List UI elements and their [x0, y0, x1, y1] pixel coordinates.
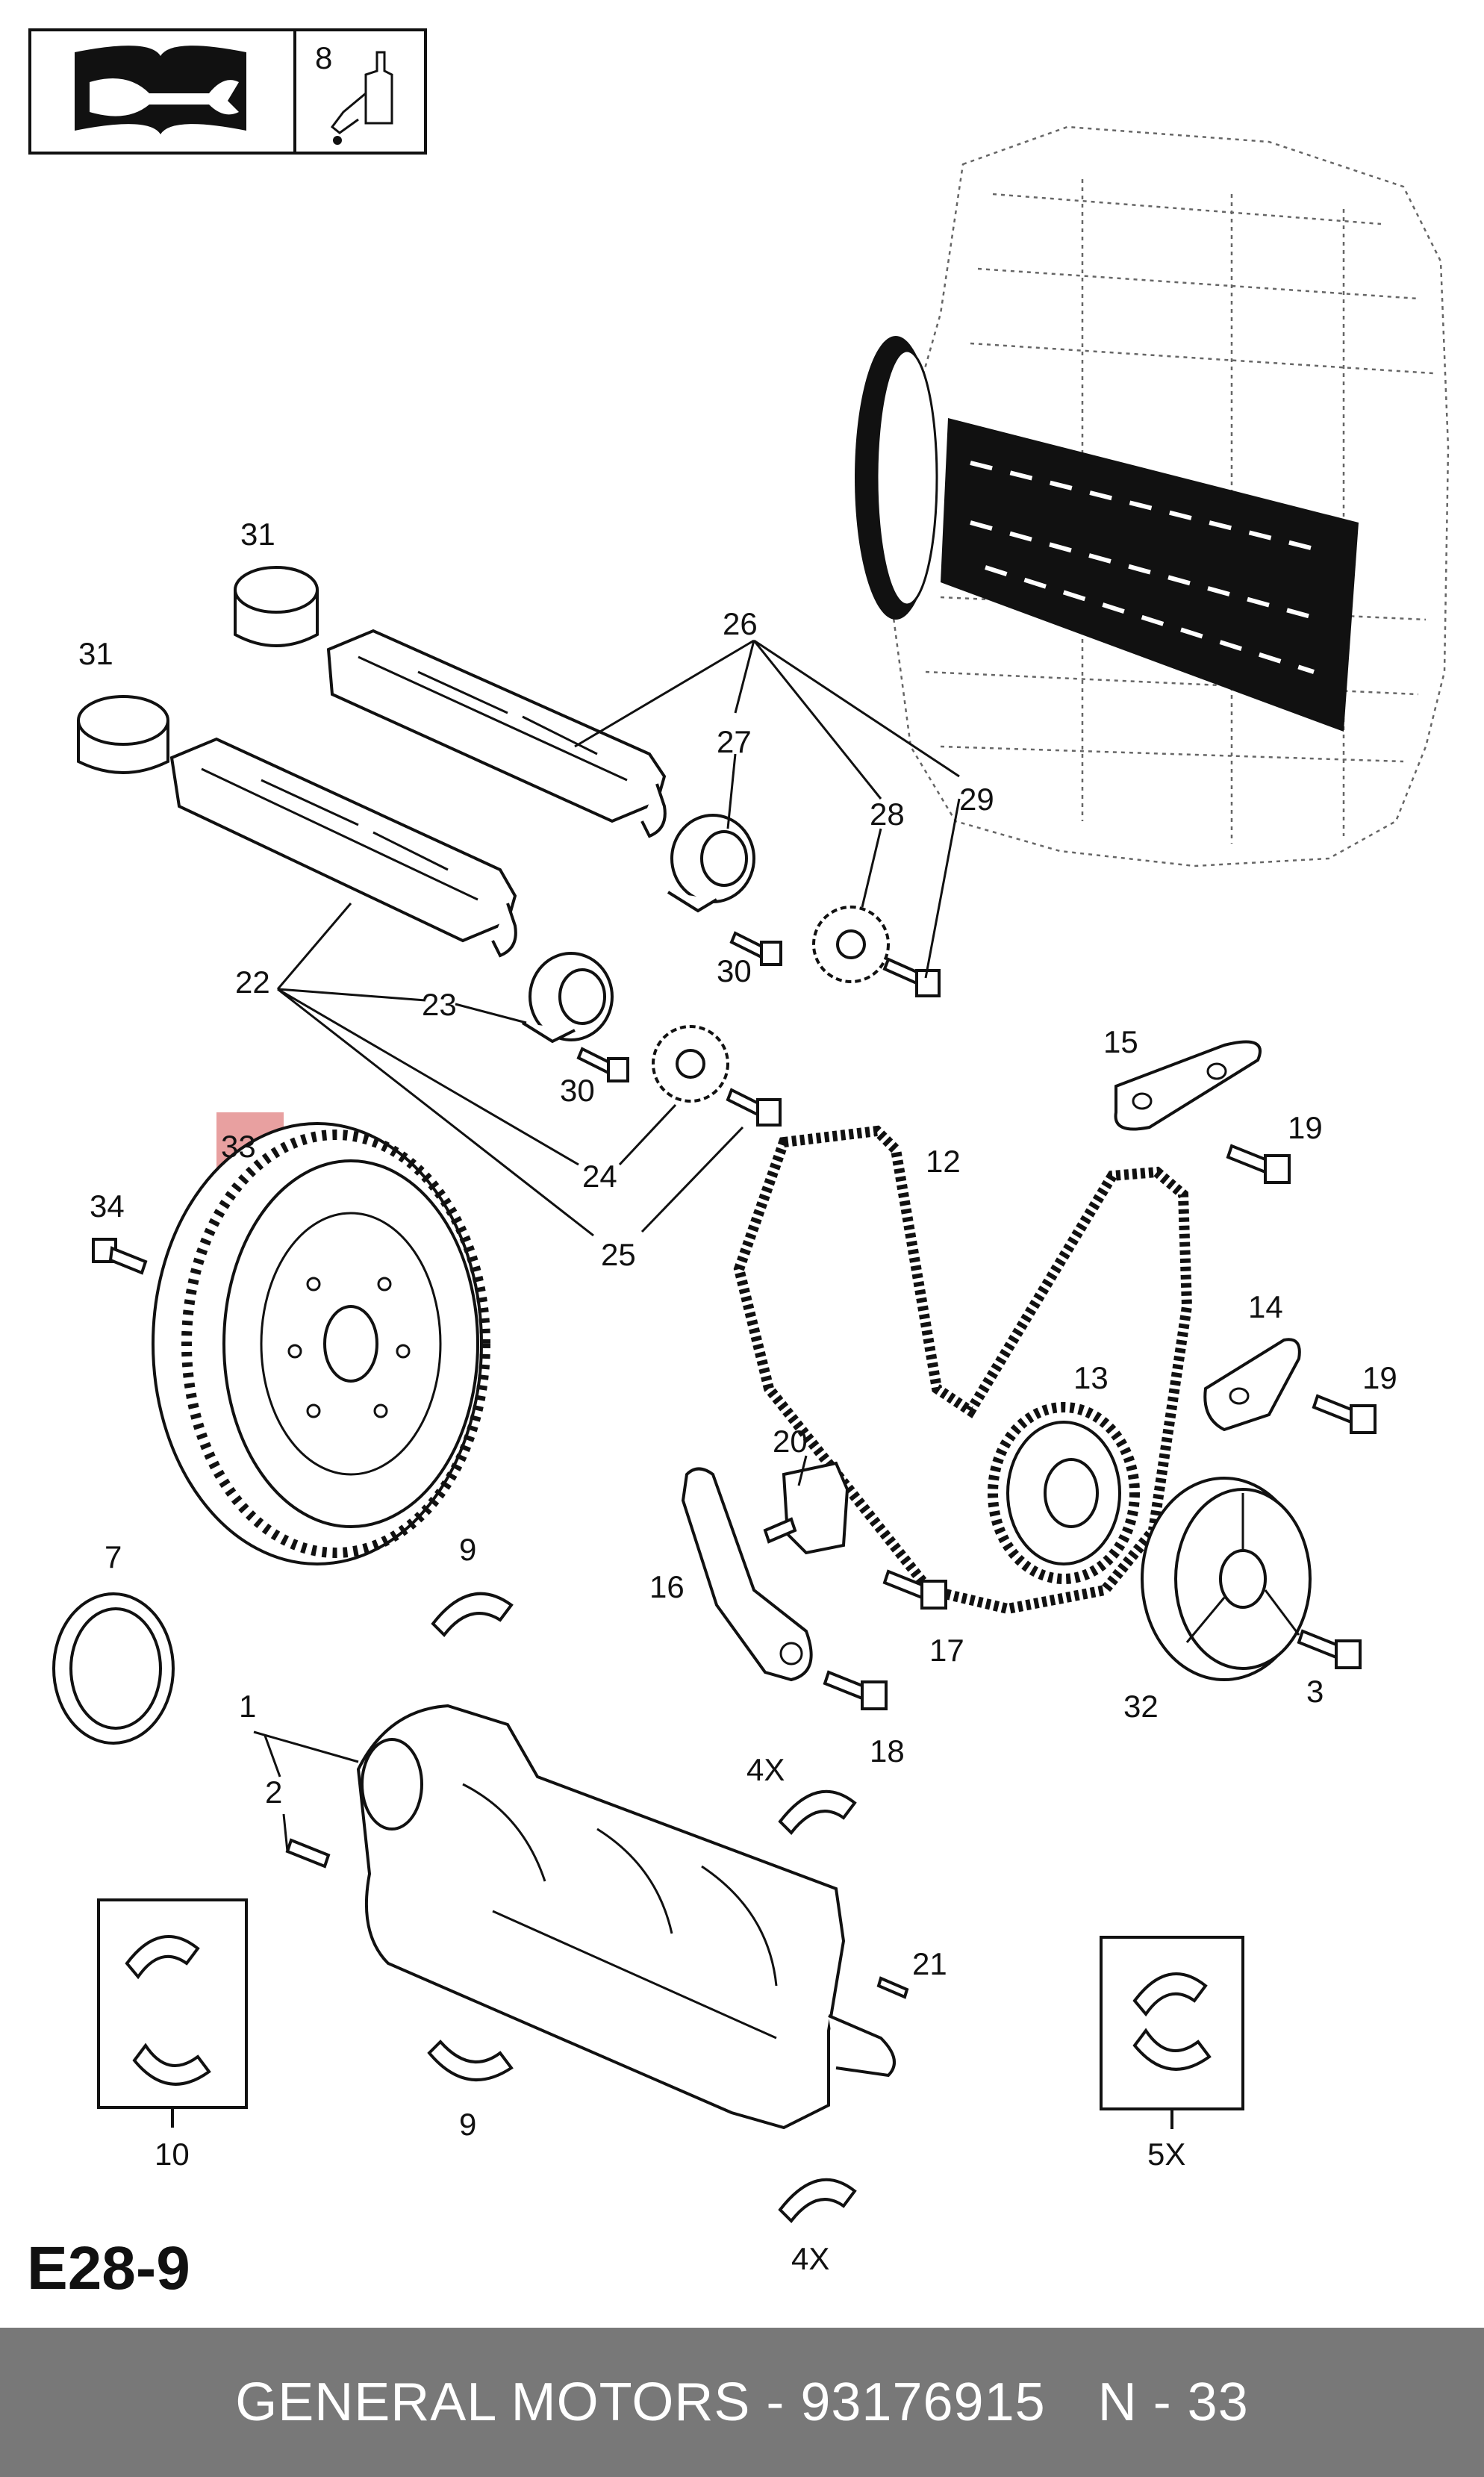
- callout-9: 9: [459, 2107, 476, 2142]
- bearing-set-box-5x: [1100, 1936, 1244, 2129]
- engine-block-outline: [855, 125, 1450, 867]
- callout-30: 30: [717, 953, 752, 988]
- bolt-3: [1297, 1629, 1362, 1669]
- callout-4x: 4X: [746, 1752, 785, 1787]
- crank-sprocket: [988, 1402, 1140, 1584]
- callout-2: 2: [265, 1775, 282, 1810]
- callout-17: 17: [929, 1633, 964, 1668]
- oil-bottle-icon: [330, 51, 393, 145]
- bolt-18: [823, 1670, 888, 1710]
- crankshaft-seal: [52, 1592, 175, 1745]
- chain-tensioner-20: [763, 1461, 849, 1555]
- timing-chain: [733, 1125, 1193, 1615]
- bolt-30-upper: [729, 931, 782, 966]
- manual-wrench-icon: [75, 46, 246, 134]
- callout-12: 12: [926, 1144, 961, 1179]
- chain-guide-15: [1114, 1040, 1262, 1131]
- callout-10: 10: [155, 2137, 190, 2172]
- bearing-sleeve-lower: [77, 695, 169, 774]
- bolt-17: [882, 1569, 947, 1610]
- callout-22: 22: [235, 965, 270, 1000]
- callout-9: 9: [459, 1532, 476, 1567]
- crankshaft-pulley: [1141, 1477, 1312, 1681]
- bearing-shell-9-lower: [427, 2040, 514, 2081]
- bearing-shell-4x-upper: [778, 1789, 857, 1836]
- header-box: 8: [28, 28, 427, 155]
- bearing-shell-4x-lower: [778, 2178, 857, 2224]
- balance-shaft-lower: [169, 737, 517, 958]
- callout-27: 27: [717, 724, 752, 759]
- sprocket-upper: [812, 906, 890, 983]
- callout-29: 29: [959, 782, 994, 817]
- callout-34: 34: [90, 1188, 125, 1224]
- sprocket-lower: [652, 1025, 729, 1103]
- crankshaft: [356, 1704, 896, 2130]
- bolt-29: [882, 957, 941, 997]
- callout-24: 24: [582, 1159, 617, 1194]
- leader-lines: [253, 639, 961, 1852]
- callout-15: 15: [1103, 1024, 1138, 1059]
- flywheel: [152, 1122, 490, 1565]
- callout-23: 23: [422, 987, 457, 1022]
- footer-bar: GENERAL MOTORS - 93176915 N - 33: [0, 2328, 1484, 2477]
- header-label: 8: [315, 40, 332, 75]
- bolt-19-upper: [1226, 1144, 1291, 1184]
- callout-1: 1: [239, 1689, 256, 1724]
- bolt-19-lower: [1312, 1394, 1377, 1434]
- balance-shaft-upper: [326, 629, 667, 838]
- callout-31: 31: [240, 517, 275, 552]
- callout-31: 31: [78, 636, 113, 671]
- bearing-sleeve-upper: [234, 566, 319, 647]
- callout-7: 7: [105, 1539, 122, 1574]
- footer-brand: GENERAL MOTORS - 93176915: [235, 2372, 1046, 2432]
- callout-30: 30: [560, 1073, 595, 1108]
- callout-labels: 31 31 26 27 28 29 30 30 22 23 24 25 33 3…: [78, 517, 1397, 2276]
- callout-32: 32: [1123, 1689, 1159, 1724]
- callout-13: 13: [1073, 1360, 1109, 1395]
- chain-tensioner-arm-16: [681, 1467, 813, 1682]
- callout-14: 14: [1248, 1289, 1283, 1324]
- idler-pulley-upper: [667, 814, 755, 913]
- callout-21: 21: [912, 1946, 947, 1981]
- callout-19: 19: [1288, 1110, 1323, 1145]
- bearing-set-box-10: [97, 1898, 248, 2128]
- parts-diagram: 8: [28, 28, 1450, 2276]
- callout-28: 28: [870, 797, 905, 832]
- chain-guide-14: [1203, 1338, 1301, 1432]
- dowel-pin-21: [876, 1976, 909, 1999]
- footer-ref: N - 33: [1097, 2372, 1249, 2432]
- callout-16: 16: [649, 1569, 685, 1604]
- callout-25: 25: [601, 1237, 636, 1272]
- callout-26: 26: [723, 606, 758, 641]
- callout-20: 20: [773, 1424, 808, 1459]
- page-code: E28-9: [27, 2234, 190, 2302]
- callout-5x: 5X: [1147, 2137, 1185, 2172]
- callout-4x: 4X: [791, 2241, 829, 2276]
- callout-33: 33: [221, 1129, 256, 1164]
- callout-19: 19: [1362, 1360, 1397, 1395]
- callout-18: 18: [870, 1733, 905, 1769]
- flywheel-bolt: [92, 1238, 148, 1275]
- crank-bolt-2: [285, 1838, 331, 1869]
- bolt-30-lower: [576, 1047, 629, 1082]
- bearing-shell-9-upper: [431, 1592, 514, 1638]
- idler-pulley-lower: [521, 952, 614, 1044]
- callout-3: 3: [1306, 1674, 1324, 1709]
- bolt-25: [726, 1088, 782, 1127]
